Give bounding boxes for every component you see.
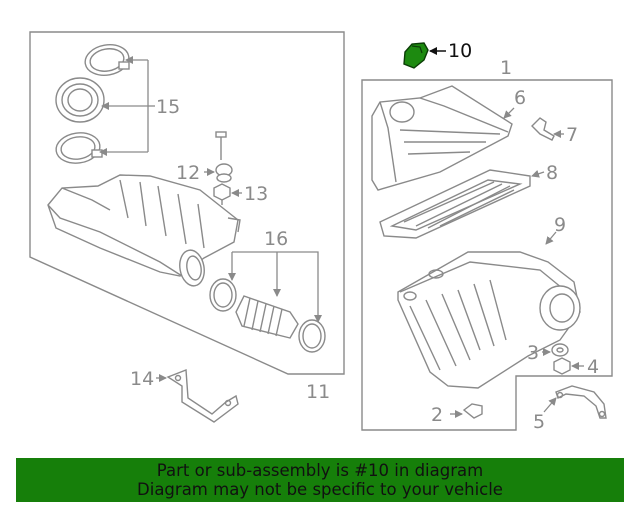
part-5-bracket[interactable] (555, 385, 607, 419)
callout-4: 4 (587, 356, 599, 378)
callout-8: 8 (546, 162, 558, 184)
callout-14: 14 (130, 368, 154, 390)
callout-2: 2 (431, 404, 443, 426)
callout-13: 13 (244, 183, 268, 205)
assembly-11-boundary (29, 31, 345, 375)
part-14-bracket[interactable] (166, 369, 239, 423)
callout-15: 15 (156, 96, 180, 118)
part-8-air-filter[interactable] (379, 169, 531, 239)
assembly-1-boundary (361, 79, 613, 431)
info-banner: Part or sub-assembly is #10 in diagram D… (16, 458, 624, 502)
part-7-clip[interactable] (531, 117, 555, 141)
callout-9: 9 (554, 214, 566, 236)
banner-line-1: Part or sub-assembly is #10 in diagram (156, 461, 484, 480)
callout-6: 6 (514, 87, 526, 109)
part-15-clamps[interactable] (54, 41, 131, 166)
callout-5: 5 (533, 411, 545, 433)
part-4-nut[interactable] (553, 357, 571, 375)
callout-3: 3 (527, 342, 539, 364)
part-13-nut[interactable] (213, 183, 231, 205)
callout-12: 12 (176, 162, 200, 184)
part-6-upper-cover[interactable] (371, 85, 513, 191)
banner-line-2: Diagram may not be specific to your vehi… (137, 480, 503, 499)
callout-11: 11 (306, 381, 330, 403)
part-3-grommet[interactable] (551, 343, 569, 357)
part-10-bracket[interactable] (403, 42, 446, 69)
callout-7: 7 (566, 124, 578, 146)
intake-duct (47, 174, 241, 287)
part-2-clip[interactable] (462, 403, 483, 419)
part-9-lower-housing[interactable] (397, 251, 581, 389)
callout-10: 10 (448, 40, 472, 62)
callout-16: 16 (264, 228, 288, 250)
part-12-grommet[interactable] (215, 131, 233, 183)
part-16-hose-clamps[interactable] (209, 278, 326, 353)
callout-1: 1 (500, 57, 512, 79)
